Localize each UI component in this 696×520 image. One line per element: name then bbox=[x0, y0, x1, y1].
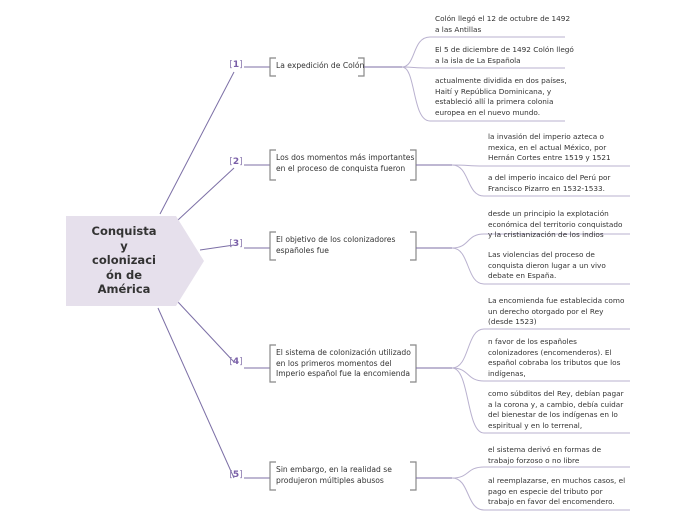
leaf-connector-2-2 bbox=[451, 164, 485, 197]
leaf-2-2[interactable]: a del imperio incaico del Perú por Franc… bbox=[488, 173, 611, 193]
leaf-1-1[interactable]: Colón llegó el 12 de octubre de 1492 a l… bbox=[435, 14, 571, 34]
topic-3[interactable]: El objetivo de los colonizadores español… bbox=[276, 235, 396, 255]
topic-1[interactable]: La expedición de Colón bbox=[276, 61, 365, 70]
leaf-3-1[interactable]: desde un principio la explotación económ… bbox=[488, 209, 623, 239]
central-title: Conquista y colonizaci ón de América bbox=[91, 224, 157, 296]
leaf-connector-4-2 bbox=[451, 367, 485, 382]
leaf-4-2[interactable]: n favor de los españoles colonizadores (… bbox=[488, 337, 621, 378]
topic-bracket-left-4 bbox=[269, 344, 276, 383]
leaf-4-3[interactable]: como súbditos del Rey, debían pagar a la… bbox=[488, 389, 624, 430]
leaf-connector-5-2 bbox=[451, 477, 485, 511]
central-topic[interactable]: Conquista y colonizaci ón de América bbox=[66, 216, 204, 306]
leaf-connector-2-1 bbox=[451, 164, 485, 167]
topic-bracket-left-3 bbox=[269, 231, 276, 261]
leaf-connector-3-1 bbox=[451, 233, 485, 249]
branch-number-4: 4 bbox=[229, 357, 243, 367]
leaf-connector-4-3 bbox=[451, 367, 485, 434]
branch-number-2: 2 bbox=[229, 157, 243, 167]
topic-bracket-right-4 bbox=[410, 344, 417, 383]
leaf-connector-1-1 bbox=[401, 36, 431, 68]
branch-line-5 bbox=[157, 307, 235, 479]
branch-line-2 bbox=[177, 167, 235, 221]
leaf-5-2[interactable]: al reemplazarse, en muchos casos, el pag… bbox=[488, 476, 626, 506]
leaf-connector-1-3 bbox=[401, 66, 431, 122]
topic-5[interactable]: Sin embargo, en la realidad se produjero… bbox=[276, 465, 392, 485]
topic-bracket-left-5 bbox=[269, 461, 276, 491]
topic-2[interactable]: Los dos momentos más importantes en el p… bbox=[276, 153, 415, 173]
leaf-4-1[interactable]: La encomienda fue establecida como un de… bbox=[488, 296, 625, 326]
leaf-1-3[interactable]: actualmente dividida en dos países, Hait… bbox=[435, 76, 567, 117]
topic-bracket-right-3 bbox=[410, 231, 417, 261]
branch-number-1: 1 bbox=[229, 60, 243, 70]
leaf-connector-3-2 bbox=[451, 247, 485, 285]
leaf-5-1[interactable]: el sistema derivó en formas de trabajo f… bbox=[488, 445, 602, 465]
topic-4[interactable]: El sistema de colonización utilizado en … bbox=[276, 348, 411, 378]
branch-line-1 bbox=[159, 71, 235, 215]
leaf-3-2[interactable]: Las violencias del proceso de conquista … bbox=[488, 250, 606, 280]
leaf-1-2[interactable]: El 5 de diciembre de 1492 Colón llegó a … bbox=[435, 45, 574, 65]
topic-bracket-left-2 bbox=[269, 149, 276, 181]
leaf-connector-5-1 bbox=[451, 466, 485, 479]
branch-number-5: 5 bbox=[229, 470, 243, 480]
branch-line-4 bbox=[177, 301, 235, 363]
leaf-2-1[interactable]: la invasión del imperio azteca o mexica,… bbox=[488, 132, 611, 162]
branch-number-3: 3 bbox=[229, 239, 243, 249]
topic-bracket-left-1 bbox=[269, 57, 276, 77]
central-shape bbox=[66, 216, 204, 306]
leaf-connector-1-2 bbox=[401, 66, 431, 69]
topic-bracket-right-5 bbox=[410, 461, 417, 491]
leaf-connector-4-1 bbox=[451, 328, 485, 369]
